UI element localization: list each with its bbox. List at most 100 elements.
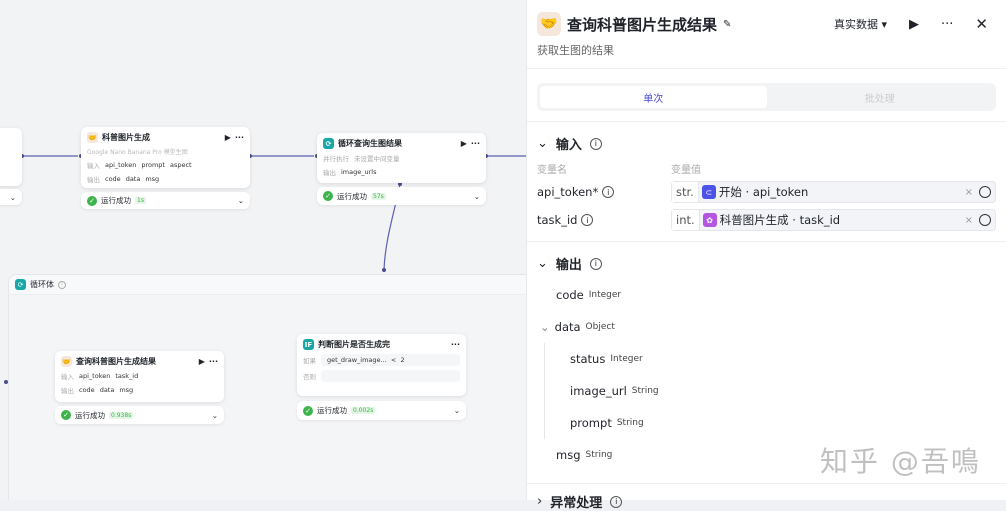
chevron-down-icon[interactable]: ⌄: [540, 320, 550, 334]
info-icon[interactable]: i: [610, 495, 623, 508]
output-type: String: [631, 386, 659, 396]
chevron-down-icon: ⌄: [537, 136, 548, 151]
input-value-field[interactable]: int.✿科普图片生成 · task_id×: [671, 209, 996, 231]
more-icon[interactable]: ···: [234, 133, 244, 142]
output-var: data: [125, 175, 141, 183]
more-icon[interactable]: ···: [450, 340, 460, 349]
else-label: 否则: [303, 373, 316, 381]
more-icon[interactable]: ···: [208, 357, 218, 366]
info-icon[interactable]: i: [602, 186, 615, 198]
output-name: msg: [556, 448, 581, 462]
run-button[interactable]: ▶: [909, 16, 920, 32]
clear-icon[interactable]: ×: [964, 214, 973, 226]
if-label: 如果: [303, 357, 316, 365]
loop-title: 循环体: [30, 280, 54, 289]
run-time: 0.938s: [109, 411, 134, 419]
chevron-down-icon[interactable]: ⌄: [211, 410, 218, 420]
input-name: task_id: [537, 213, 578, 227]
info-icon[interactable]: i: [58, 280, 66, 289]
node-science-image-gen[interactable]: 🤝科普图片生成▶··· Google Nano Banana Pro 模型生图 …: [81, 127, 250, 188]
output-name: code: [556, 288, 584, 302]
workflow-canvas[interactable]: ⌄ 🤝科普图片生成▶··· Google Nano Banana Pro 模型生…: [0, 0, 526, 500]
run-icon[interactable]: ▶: [198, 357, 205, 366]
source-var: api_token: [752, 185, 809, 199]
panel-title: 查询科普图片生成结果: [567, 15, 718, 34]
chevron-right-icon: ›: [537, 494, 543, 509]
output-name: data: [554, 320, 581, 334]
check-icon: ✓: [323, 191, 333, 201]
else-branch[interactable]: [321, 370, 460, 382]
partial-node-status[interactable]: ⌄: [0, 189, 22, 205]
output-var: code: [105, 175, 121, 183]
start-node-icon: ⊂: [701, 185, 716, 199]
info-icon[interactable]: i: [589, 137, 602, 150]
output-label: 输出: [87, 176, 100, 184]
node-title: 科普图片生成: [102, 133, 150, 142]
handshake-icon: 🤝: [537, 12, 561, 36]
cond-val: 2: [400, 356, 405, 364]
more-button[interactable]: ···: [941, 16, 954, 32]
source-var: task_id: [799, 213, 841, 227]
input-var: task_id: [115, 372, 139, 380]
tab-batch[interactable]: 批处理: [864, 93, 895, 105]
condition[interactable]: get_draw_image... < 2: [321, 354, 460, 366]
input-value-field[interactable]: str.⊂开始 · api_token×: [671, 181, 996, 203]
parallel-label: 并行执行: [323, 155, 349, 163]
info-icon[interactable]: i: [581, 214, 594, 226]
close-button[interactable]: ✕: [975, 15, 988, 33]
output-var: msg: [145, 175, 160, 183]
chevron-down-icon[interactable]: ⌄: [9, 192, 16, 202]
type-label: str.: [672, 182, 699, 202]
watermark: 知乎 @吾鳴: [820, 445, 981, 478]
output-section-header[interactable]: ⌄ 输出 i: [527, 242, 1006, 273]
chevron-down-icon[interactable]: ⌄: [453, 406, 460, 415]
clear-icon[interactable]: ×: [964, 186, 973, 198]
tab-single[interactable]: 单次: [540, 86, 767, 108]
data-mode-dropdown[interactable]: 真实数据 ▾: [833, 18, 888, 31]
output-name: prompt: [570, 416, 612, 430]
loop-icon: ⟳: [323, 138, 334, 149]
output-item: prompt String: [570, 407, 1006, 439]
col-name-header: 变量名: [537, 165, 567, 176]
run-icon[interactable]: ▶: [224, 133, 231, 142]
partial-node[interactable]: [0, 128, 22, 186]
chevron-down-icon[interactable]: ⌄: [473, 191, 480, 201]
output-type: Integer: [610, 354, 643, 364]
check-icon: ✓: [87, 195, 97, 206]
input-var: api_token: [79, 372, 111, 380]
source-node: 科普图片生成: [719, 213, 789, 227]
node-title: 查询科普图片生成结果: [76, 357, 156, 366]
data-mode-label: 真实数据: [833, 18, 878, 31]
loop-icon: ⟳: [15, 279, 26, 290]
target-icon[interactable]: [979, 186, 991, 198]
output-type: String: [616, 418, 644, 428]
target-icon[interactable]: [979, 214, 991, 226]
run-icon[interactable]: ▶: [460, 139, 467, 148]
info-icon[interactable]: i: [589, 257, 602, 270]
chevron-down-icon[interactable]: ⌄: [237, 196, 244, 205]
input-var: aspect: [169, 161, 192, 169]
status-text: 运行成功: [317, 406, 347, 415]
edit-icon[interactable]: ✎: [723, 18, 732, 30]
section-title: 输出: [555, 258, 582, 273]
output-var: data: [99, 386, 115, 394]
parallel-value: 未设置中间变量: [354, 155, 400, 163]
run-time: 57s: [371, 192, 386, 200]
more-icon[interactable]: ···: [470, 139, 480, 148]
input-var: prompt: [141, 161, 165, 169]
node-title: 循环查询生图结果: [338, 139, 402, 148]
chevron-down-icon: ⌄: [537, 256, 548, 271]
